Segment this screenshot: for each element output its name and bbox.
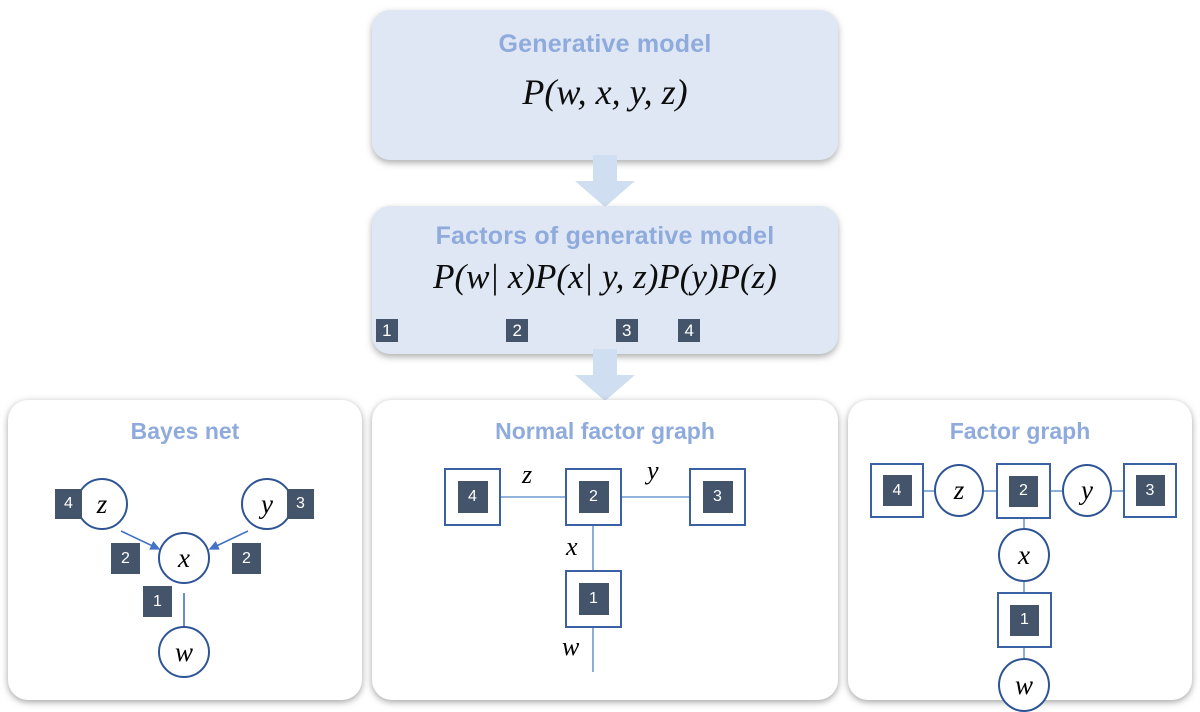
bayes-badge-3: 3 <box>287 489 314 519</box>
bayes-badge-4: 4 <box>55 489 82 519</box>
factor-index-row: 1 2 3 4 <box>372 319 838 342</box>
bayes-node-y[interactable]: y <box>241 478 293 530</box>
nfg-edge-label-w: w <box>562 632 580 661</box>
fg-var-w-label: w <box>1014 669 1033 700</box>
panel-normal-factor-graph: Normal factor graph 4 2 3 <box>372 400 838 700</box>
fg-factor-3[interactable]: 3 <box>1123 463 1177 518</box>
fg-factor-1-label: 1 <box>1020 611 1029 628</box>
nfg-factor-2[interactable]: 2 <box>565 468 622 526</box>
factor-graph-edges <box>924 490 1123 658</box>
nfg-factor-2-badge: 2 <box>578 481 609 513</box>
bayes-badge-1-xw-label: 1 <box>153 592 162 610</box>
nfg-factor-4[interactable]: 4 <box>444 468 501 526</box>
bayes-badge-2-zx: 2 <box>111 543 140 574</box>
fg-factor-4[interactable]: 4 <box>870 463 924 518</box>
bayes-badge-2-yx: 2 <box>232 543 261 574</box>
bayes-badge-3-label: 3 <box>296 495 305 512</box>
nfg-edge-label-x: x <box>566 532 578 561</box>
fg-var-w[interactable]: w <box>998 658 1050 712</box>
fg-var-y-label: y <box>1081 475 1093 505</box>
generative-model-formula: P(w, x, y, z) <box>522 72 688 112</box>
bayes-badge-2-zx-label: 2 <box>121 549 130 567</box>
panel-factor-graph: Factor graph 4 z 2 y <box>848 400 1192 712</box>
fg-var-x-label: x <box>1018 539 1030 570</box>
fg-factor-3-badge: 3 <box>1135 475 1165 506</box>
factor-badge-2: 2 <box>506 319 529 342</box>
bayes-node-w[interactable]: w <box>158 626 210 678</box>
factor-badge-4: 4 <box>678 319 701 342</box>
nfg-factor-1[interactable]: 1 <box>565 570 622 628</box>
panel-title-normal-factor-graph: Normal factor graph <box>495 418 715 444</box>
bayes-node-x-label: x <box>178 542 190 573</box>
fg-factor-4-badge: 4 <box>882 475 912 506</box>
fg-var-y[interactable]: y <box>1062 464 1112 517</box>
fg-factor-3-label: 3 <box>1145 481 1155 499</box>
bayes-badge-2-yx-label: 2 <box>242 549 251 567</box>
fg-factor-2[interactable]: 2 <box>996 463 1051 519</box>
arrow-down-2 <box>575 349 635 401</box>
fg-var-z-label: z <box>953 475 965 505</box>
panel-title-factor-graph: Factor graph <box>949 418 1091 444</box>
nfg-edge-label-y: y <box>647 456 659 485</box>
fg-factor-1-badge: 1 <box>1010 604 1039 636</box>
bayes-badge-4-label: 4 <box>64 495 73 512</box>
fg-factor-2-badge: 2 <box>1009 475 1038 507</box>
factor-badge-1: 1 <box>375 319 398 342</box>
nfg-factor-4-label: 4 <box>468 488 477 505</box>
factor-badge-3: 3 <box>615 319 638 342</box>
nfg-edge-label-z: z <box>522 460 533 489</box>
fg-factor-2-label: 2 <box>1019 482 1028 499</box>
bayes-node-w-label: w <box>174 636 193 667</box>
fg-var-z[interactable]: z <box>934 464 984 517</box>
nfg-factor-3-label: 3 <box>713 488 722 505</box>
factors-formula: P(w| x)P(x| y, z)P(y)P(z) <box>433 257 777 296</box>
fg-var-x[interactable]: x <box>998 528 1050 582</box>
nfg-factor-2-label: 2 <box>589 488 598 505</box>
bayes-node-y-label: y <box>261 488 273 519</box>
bayes-node-z[interactable]: z <box>76 478 128 530</box>
bayes-node-z-label: z <box>96 488 108 519</box>
generative-model-box: Generative model P(w, x, y, z) <box>372 10 838 160</box>
factors-title: Factors of generative model <box>435 222 775 250</box>
fg-factor-4-label: 4 <box>892 481 902 499</box>
nfg-factor-1-label: 1 <box>589 590 598 607</box>
nfg-factor-1-badge: 1 <box>578 583 609 615</box>
bayes-badge-1-xw: 1 <box>143 586 172 617</box>
panel-title-bayes-net: Bayes net <box>130 418 240 444</box>
nfg-factor-3[interactable]: 3 <box>689 468 746 526</box>
panel-bayes-net: Bayes net z y x w 4 <box>8 400 362 700</box>
nfg-factor-3-badge: 3 <box>702 481 733 513</box>
normal-factor-graph-edges <box>501 496 689 672</box>
generative-model-title: Generative model <box>498 30 712 58</box>
bayes-node-x[interactable]: x <box>158 532 210 584</box>
nfg-factor-4-badge: 4 <box>457 481 488 513</box>
fg-factor-1[interactable]: 1 <box>997 592 1052 648</box>
factors-box: Factors of generative model P(w| x)P(x| … <box>372 206 838 354</box>
arrow-down-1 <box>575 155 635 207</box>
